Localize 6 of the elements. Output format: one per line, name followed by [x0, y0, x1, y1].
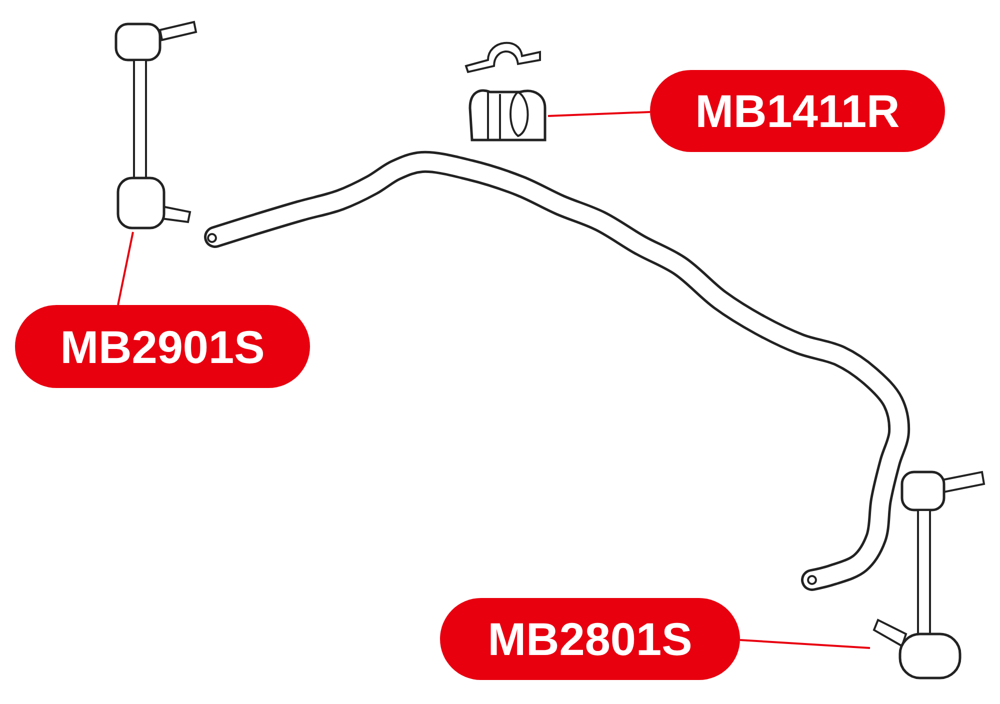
leader-line [117, 232, 134, 306]
leader-line [740, 639, 870, 649]
part-number-label: MB1411R [650, 70, 945, 152]
part-number-label: MB2801S [440, 598, 740, 680]
part-number-label: MB2901S [15, 305, 310, 388]
leader-line [548, 111, 650, 117]
